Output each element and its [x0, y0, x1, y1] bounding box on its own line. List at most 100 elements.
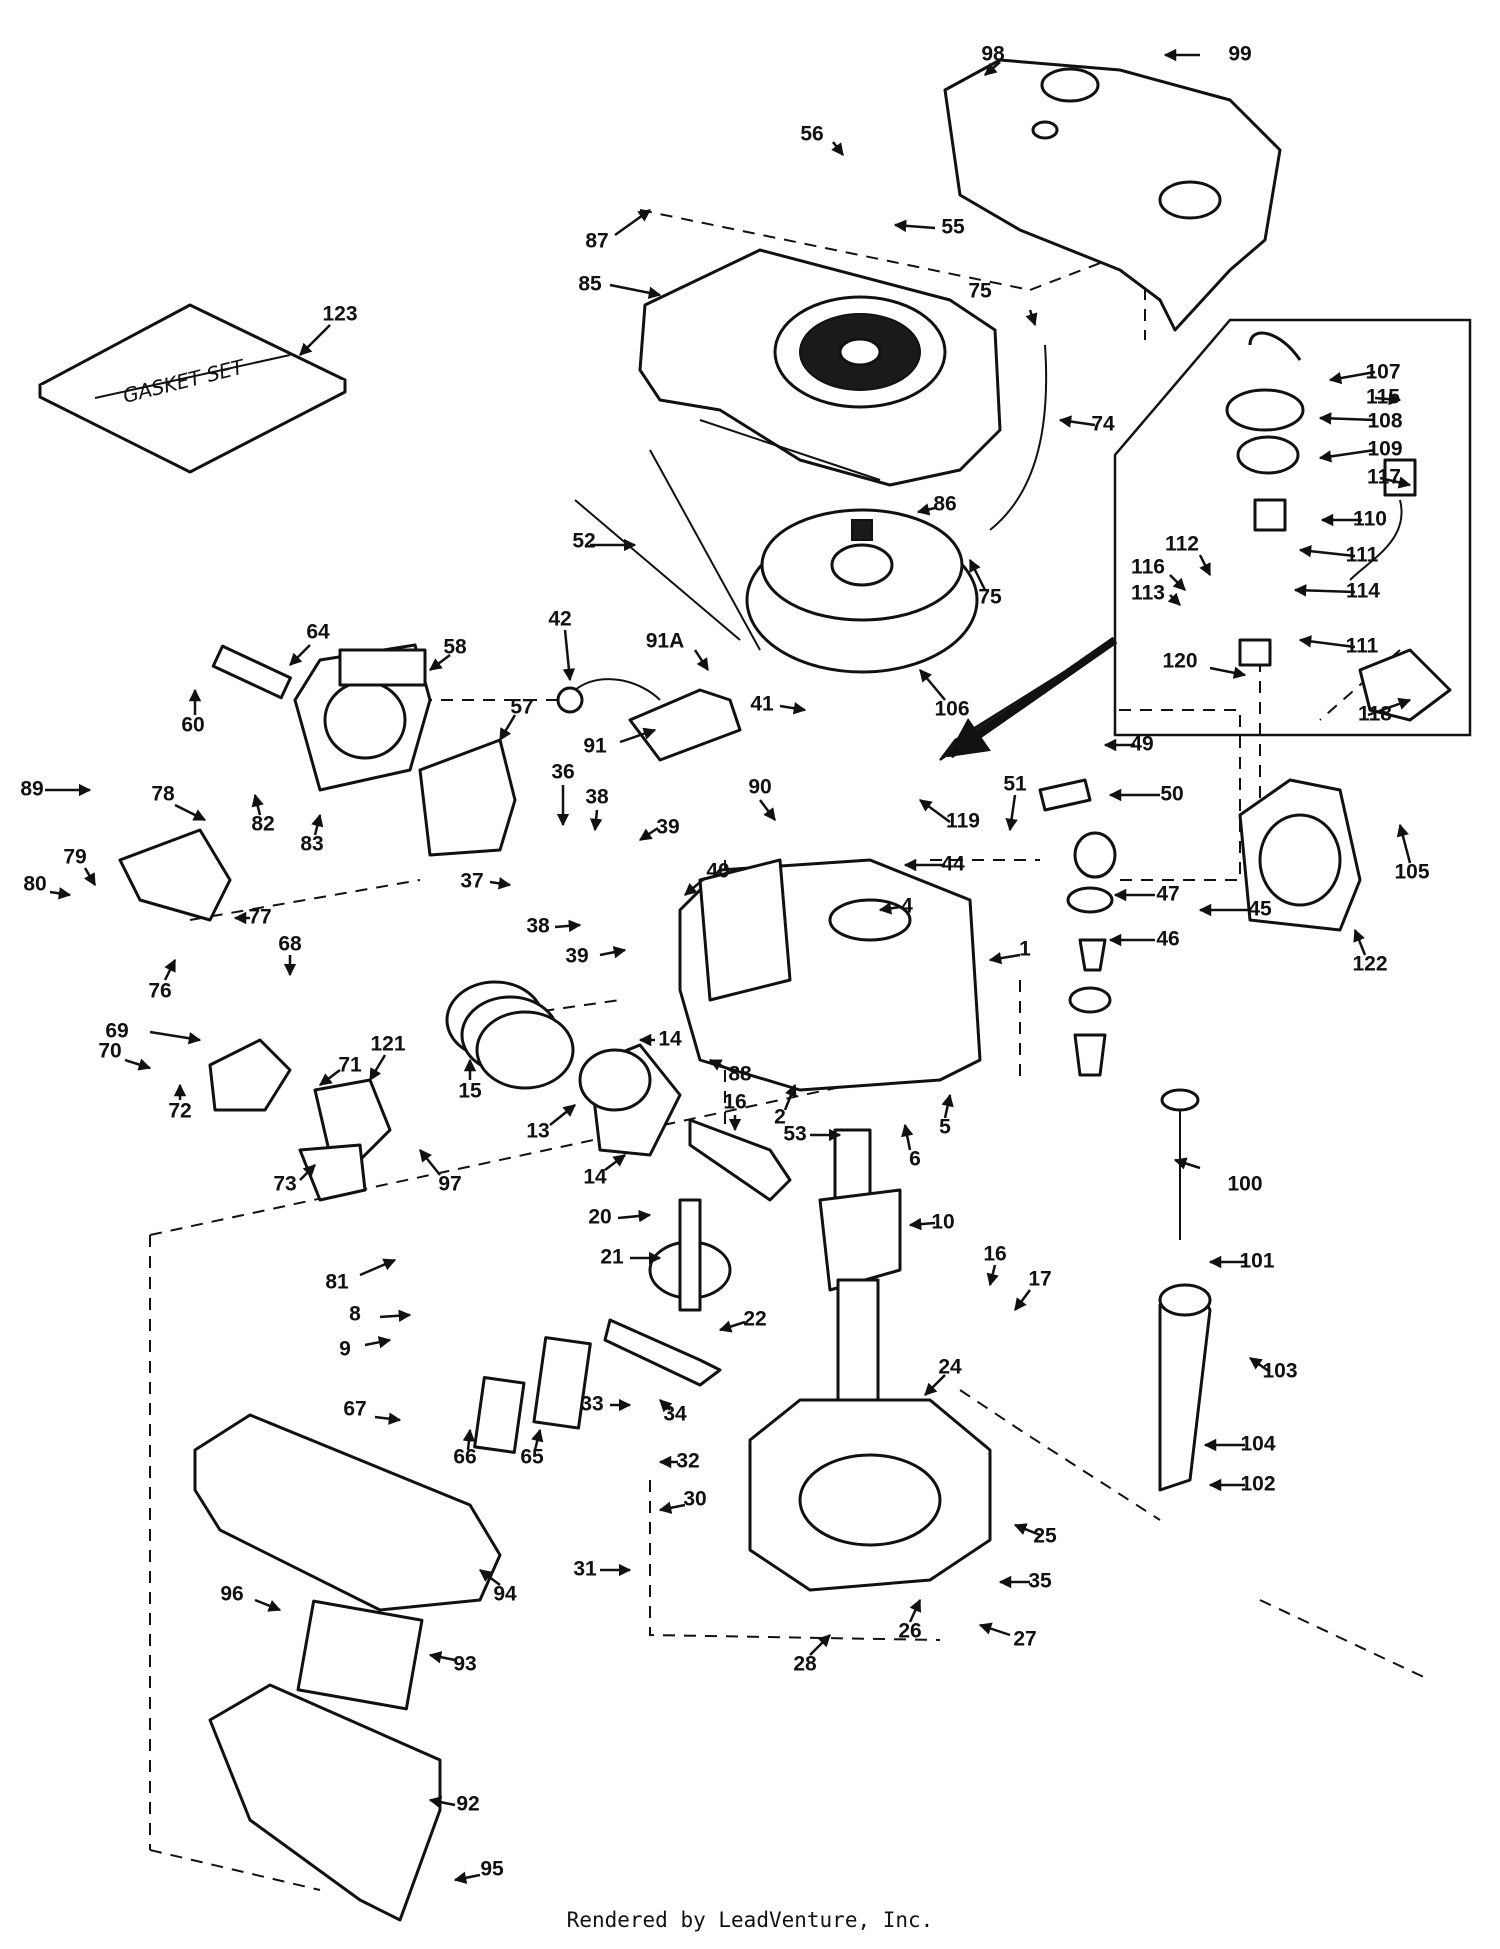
callout-label-2: 2 [774, 1106, 786, 1129]
callout-label-85: 85 [578, 273, 602, 296]
callout-label-75: 75 [978, 586, 1002, 609]
callout-label-83: 83 [300, 833, 323, 856]
callout-leader-108 [1318, 412, 1376, 425]
callout-leader-34 [659, 1399, 673, 1413]
callout-leader-90 [759, 799, 776, 821]
ignition-inset-panel [939, 318, 1472, 761]
callout-leader-93 [428, 1651, 456, 1664]
tappet [603, 1318, 722, 1387]
callout-leader-94 [479, 1569, 501, 1586]
callout-leader-78 [174, 803, 207, 822]
ignition-coil [556, 678, 742, 762]
callout-label-66: 66 [453, 1446, 476, 1469]
callout-label-65: 65 [520, 1446, 544, 1469]
callout-label-95: 95 [480, 1858, 504, 1881]
callout-label-107: 107 [1365, 361, 1400, 384]
callout-label-36: 36 [551, 761, 574, 784]
air-cleaner-cover [193, 1413, 502, 1612]
callout-label-37: 37 [460, 870, 483, 893]
callout-leader-25 [1013, 1523, 1041, 1537]
callout-label-55: 55 [941, 216, 965, 239]
carburetor [298, 1078, 392, 1202]
spark-plug [211, 644, 292, 700]
callout-leader-67 [374, 1412, 402, 1425]
callout-leader-73 [299, 1164, 316, 1181]
callout-leader-111 [1298, 545, 1356, 558]
callout-label-51: 51 [1003, 773, 1027, 796]
callout-label-105: 105 [1394, 861, 1429, 884]
callout-leader-5 [941, 1093, 954, 1119]
callout-leader-1 [988, 951, 1021, 965]
callout-label-64: 64 [306, 621, 330, 644]
callout-label-91A: 91A [646, 630, 685, 653]
callout-leader-38 [554, 919, 582, 933]
rendered-by-footer: Rendered by LeadVenture, Inc. [566, 1908, 934, 1932]
callout-label-42: 42 [548, 608, 571, 631]
callout-leader-121 [368, 1054, 387, 1082]
callout-leader-24 [924, 1374, 946, 1396]
callout-label-102: 102 [1240, 1473, 1275, 1496]
callout-label-104: 104 [1240, 1433, 1275, 1456]
callout-leader-82 [251, 793, 264, 816]
callout-leader-30 [658, 1501, 686, 1514]
callout-label-32: 32 [676, 1450, 699, 1473]
callout-label-34: 34 [663, 1403, 687, 1426]
callout-leader-114 [1293, 584, 1356, 597]
callout-leader-74 [1058, 415, 1096, 428]
callout-label-6: 6 [909, 1148, 921, 1171]
ignition-wires [574, 449, 761, 651]
callout-leader-20 [617, 1209, 652, 1223]
callout-leader-100 [1173, 1157, 1201, 1170]
callout-leader-109 [1318, 448, 1376, 463]
breather-parts [1038, 778, 1117, 1077]
callout-label-111: 111 [1346, 544, 1379, 567]
callout-label-82: 82 [251, 813, 274, 836]
callout-label-40: 40 [706, 860, 729, 883]
callout-leader-81 [359, 1258, 397, 1277]
callout-leader-123 [299, 324, 331, 356]
callout-label-10: 10 [931, 1211, 954, 1234]
callout-leader-88 [708, 1058, 731, 1072]
air-filter [296, 1599, 424, 1711]
callout-label-90: 90 [748, 776, 771, 799]
callout-label-27: 27 [1013, 1628, 1036, 1651]
callout-label-120: 120 [1162, 650, 1197, 673]
callout-label-67: 67 [343, 1398, 366, 1421]
callout-label-1: 1 [1019, 938, 1031, 961]
callout-leader-112 [1198, 554, 1212, 577]
callout-label-5: 5 [939, 1116, 951, 1139]
callout-label-115: 115 [1366, 386, 1400, 409]
callout-label-97: 97 [438, 1173, 461, 1196]
flywheel [745, 508, 979, 674]
callout-label-81: 81 [325, 1271, 349, 1294]
callout-label-112: 112 [1165, 533, 1199, 556]
callout-label-72: 72 [168, 1100, 191, 1123]
callout-leader-38 [589, 809, 603, 832]
callout-leader-8 [379, 1309, 412, 1322]
callout-label-98: 98 [981, 43, 1005, 66]
callout-leader-105 [1396, 823, 1412, 864]
callout-leader-115 [1374, 392, 1402, 406]
callout-leader-119 [918, 798, 951, 824]
callout-label-38: 38 [585, 786, 609, 809]
callout-label-16: 16 [983, 1243, 1006, 1266]
callout-label-109: 109 [1367, 438, 1402, 461]
piston [578, 1043, 682, 1157]
callout-label-21: 21 [600, 1246, 624, 1269]
callout-label-70: 70 [98, 1040, 121, 1063]
callout-label-119: 119 [946, 810, 980, 833]
callout-leader-75 [968, 558, 987, 591]
callout-label-56: 56 [800, 123, 823, 146]
callout-label-121: 121 [370, 1033, 405, 1056]
callout-leader-92 [428, 1796, 456, 1809]
callout-leader-86 [916, 503, 936, 516]
callout-label-76: 76 [148, 980, 171, 1003]
callout-leader-71 [319, 1069, 341, 1086]
callout-leader-28 [809, 1634, 831, 1656]
callout-label-49: 49 [1130, 733, 1153, 756]
callout-leader-2 [783, 1083, 797, 1111]
callout-leader-66 [462, 1428, 476, 1451]
callout-leader-76 [163, 958, 177, 981]
callout-leader-107 [1328, 370, 1376, 385]
